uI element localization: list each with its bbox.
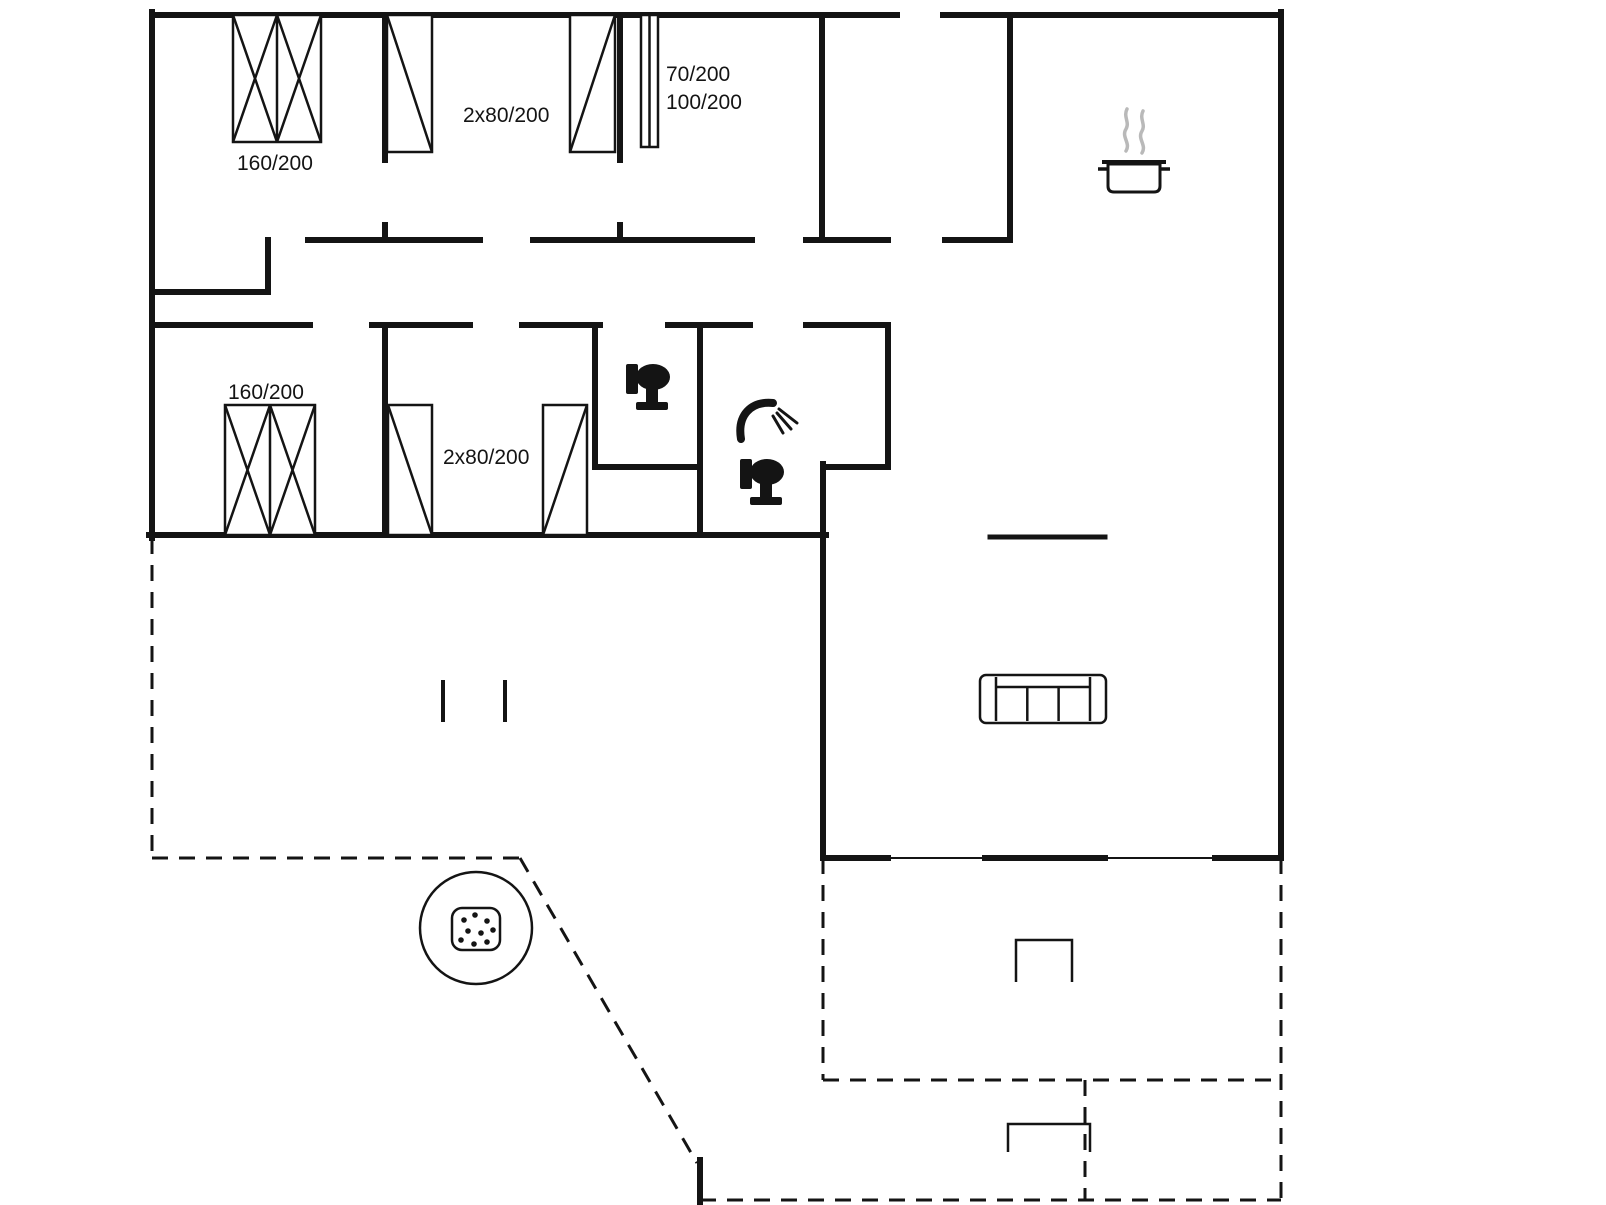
steam-icon [1122,107,1130,153]
table-icon [1006,1122,1092,1152]
bed-single-top-left [385,13,434,154]
bunk-label-bottom: 100/200 [666,91,742,114]
sofa-icon [978,673,1108,725]
bed-single-top-right [568,13,617,154]
bed-label-2: 2x80/200 [463,104,549,127]
bed-double-top [231,13,323,144]
steam-icon [1138,109,1146,155]
bunk-label-top: 70/200 [666,63,730,86]
cooking-pot-icon [1098,107,1170,194]
bed-double-middle [223,403,317,537]
interior-walls [149,12,1108,1205]
bed-label-1: 160/200 [237,152,313,175]
table-icon [1014,938,1074,982]
bed-label-4: 2x80/200 [443,446,529,469]
toilet-icon [740,459,784,505]
terrace-diagonal-edge [518,857,699,1164]
bed-label-3: 160/200 [228,381,304,404]
bunk-bed [639,13,660,149]
toilet-icon [626,364,670,410]
bed-single-mid-left [386,403,434,537]
terrace-boundaries [150,538,1283,1203]
shower-icon [736,398,799,443]
bed-single-mid-right [541,403,589,537]
firepit-icon [418,870,534,986]
